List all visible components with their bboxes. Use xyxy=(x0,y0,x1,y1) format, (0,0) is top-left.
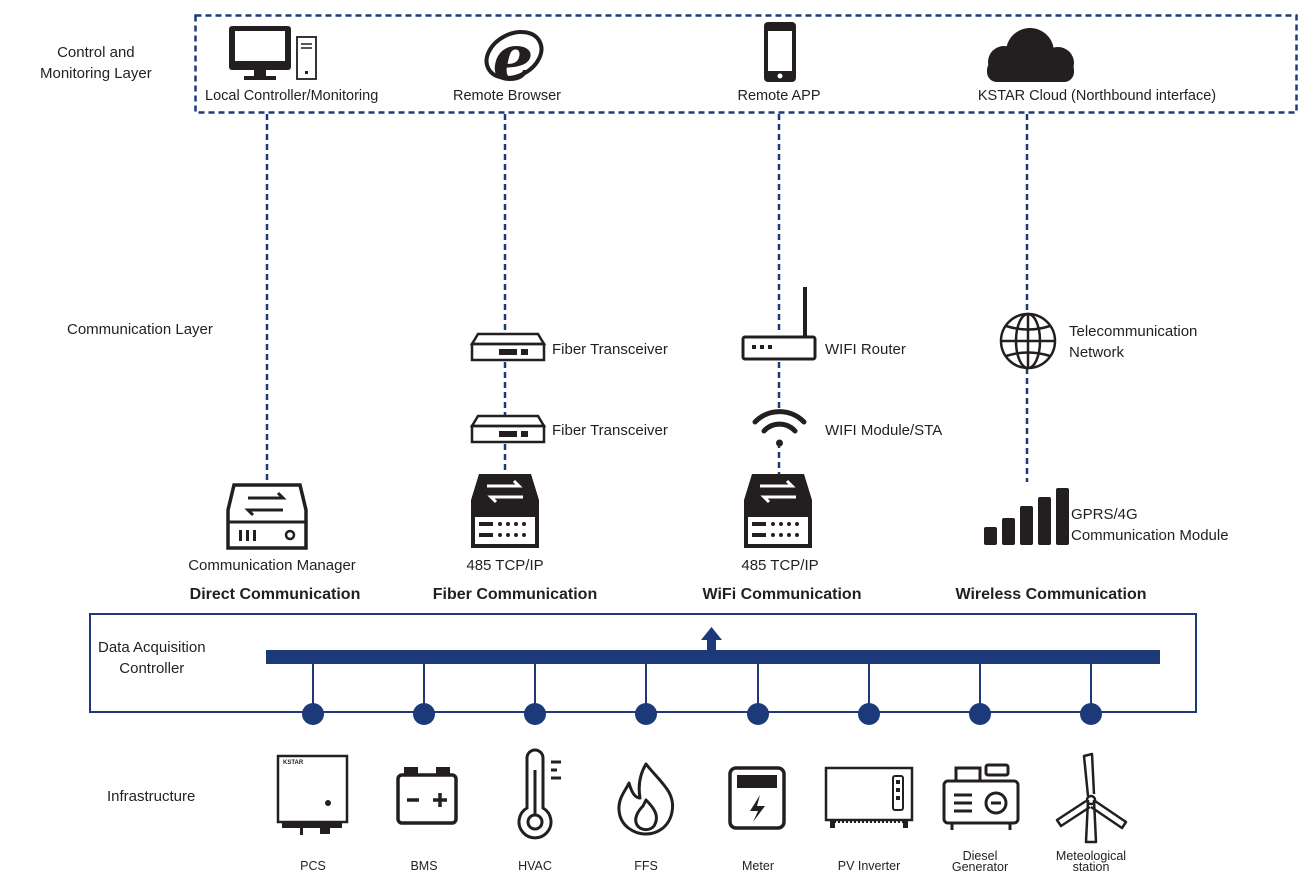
control-device-label: Remote APP xyxy=(737,88,821,104)
infra-label-bms: BMS xyxy=(410,859,438,873)
control-layer-label: Control and Monitoring Layer xyxy=(40,42,152,84)
fiber-transceiver-label: Fiber Transceiver xyxy=(552,422,668,439)
telecom-network-line-1: Telecommunication xyxy=(1069,323,1198,340)
bus-node xyxy=(302,703,324,725)
bus-node xyxy=(1080,703,1102,725)
fire-icon xyxy=(617,762,675,836)
control-layer-line-1: Control and xyxy=(57,44,135,61)
pcs-cabinet-icon xyxy=(276,754,349,835)
method-wireless: Wireless Communication xyxy=(955,586,1147,603)
fiber-switch-label: 485 TCP/IP xyxy=(466,557,544,574)
wifi-router-label: WIFI Router xyxy=(825,341,906,358)
gprs-module-line-2: Communication Module xyxy=(1071,527,1229,544)
infra-label-line: Diesel xyxy=(962,849,998,863)
comm-manager-label: Communication Manager xyxy=(188,557,356,574)
bus-node xyxy=(413,703,435,725)
pcs-brand-label: KSTAR xyxy=(283,760,304,766)
infra-label-meteological-station: Meteological station xyxy=(1055,849,1127,874)
cloud-icon xyxy=(987,28,1074,82)
dac-line-1: Data Acquisition xyxy=(98,639,206,656)
method-wifi: WiFi Communication xyxy=(702,586,862,603)
svg-text:e: e xyxy=(493,21,534,96)
data-bus xyxy=(266,650,1160,664)
wifi-icon xyxy=(752,409,807,447)
infra-label-hvac: HVAC xyxy=(518,859,552,873)
bus-node xyxy=(969,703,991,725)
communication-layer-label: Communication Layer xyxy=(67,321,213,338)
infra-label-pcs: PCS xyxy=(300,859,326,873)
globe-icon xyxy=(999,312,1057,370)
uplink-arrow-icon xyxy=(701,627,722,652)
wind-turbine-icon xyxy=(1055,752,1128,844)
pv-inverter-icon xyxy=(824,766,914,828)
infra-label-diesel-generator: Diesel Generator xyxy=(951,849,1009,874)
control-device-label: Local Controller/Monitoring xyxy=(205,88,379,104)
fiber-transceiver-label: Fiber Transceiver xyxy=(552,341,668,358)
bus-node xyxy=(858,703,880,725)
thermometer-icon xyxy=(517,748,561,840)
infra-label-line: Generator xyxy=(951,860,1009,874)
bus-node xyxy=(635,703,657,725)
dac-label: Data Acquisition Controller xyxy=(98,637,206,679)
signal-bars-icon xyxy=(984,488,1069,545)
infra-label-pv-inverter: PV Inverter xyxy=(837,859,901,873)
communication-manager-icon xyxy=(226,483,308,550)
fiber-transceiver-icon xyxy=(469,414,547,444)
control-device-label: Remote Browser xyxy=(453,88,561,104)
bus-node xyxy=(747,703,769,725)
dac-line-2: Controller xyxy=(119,660,185,677)
infra-label-meter: Meter xyxy=(742,859,774,873)
internet-explorer-icon: e xyxy=(484,21,544,96)
method-direct: Direct Communication xyxy=(189,586,361,603)
wifi-module-label: WIFI Module/STA xyxy=(825,422,943,439)
infra-label-ffs: FFS xyxy=(634,859,658,873)
bus-node xyxy=(524,703,546,725)
telecom-network-line-2: Network xyxy=(1069,344,1125,361)
infra-label-line: station xyxy=(1072,860,1110,874)
wifi-switch-label: 485 TCP/IP xyxy=(741,557,819,574)
infra-label-line: Meteological xyxy=(1055,849,1127,863)
desktop-computer-icon xyxy=(229,26,317,80)
smartphone-icon xyxy=(764,22,796,82)
infrastructure-layer-label: Infrastructure xyxy=(107,788,196,805)
control-layer-box xyxy=(194,14,1298,114)
gprs-module-label: GPRS/4G Communication Module xyxy=(1071,504,1229,546)
fiber-transceiver-icon xyxy=(469,332,547,362)
battery-icon xyxy=(396,767,458,825)
gprs-module-line-1: GPRS/4G xyxy=(1071,506,1138,523)
wifi-router-icon xyxy=(741,287,817,361)
switch-device-icon xyxy=(744,474,812,548)
control-layer-line-2: Monitoring Layer xyxy=(40,65,152,82)
telecom-network-label: Telecommunication Network xyxy=(1069,321,1197,363)
diesel-generator-icon xyxy=(942,763,1020,830)
meter-icon xyxy=(728,766,786,830)
method-fiber: Fiber Communication xyxy=(432,586,598,603)
control-device-label: KSTAR Cloud (Northbound interface) xyxy=(977,88,1217,104)
switch-device-icon xyxy=(471,474,539,548)
